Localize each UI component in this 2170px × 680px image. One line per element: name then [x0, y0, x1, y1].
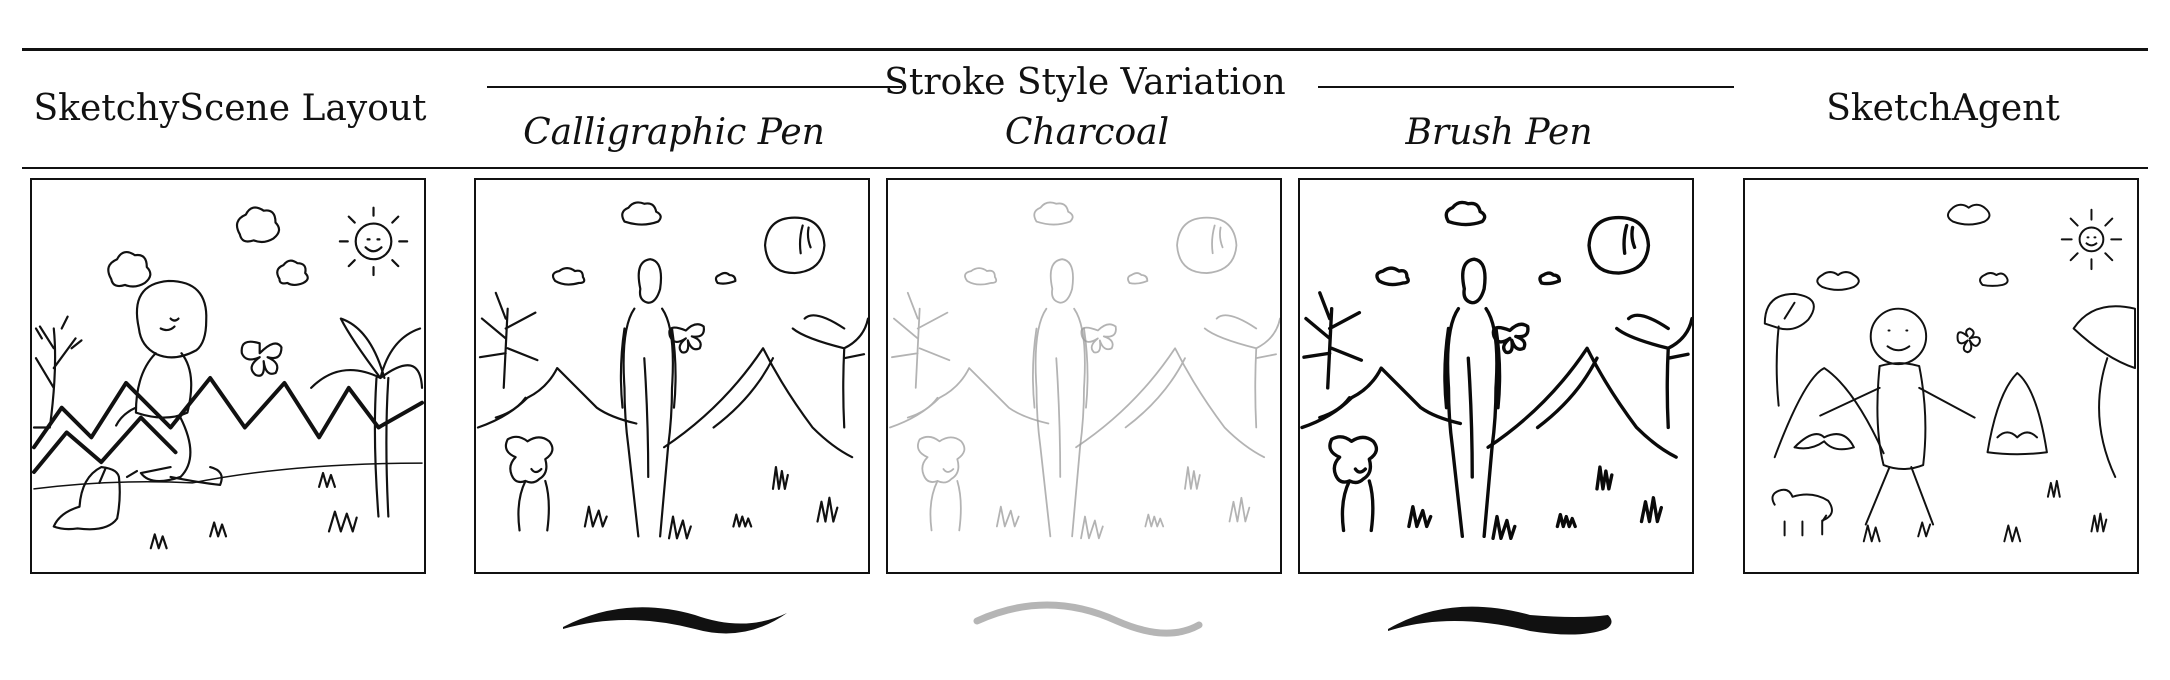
mountain-icon — [32, 415, 178, 474]
tree-icon — [1302, 291, 1364, 390]
charcoal-panel — [886, 178, 1282, 574]
grass-icon — [1491, 514, 1517, 541]
brush-pen-panel — [1298, 178, 1694, 574]
scene-svg — [476, 201, 868, 540]
cloud-icon — [1946, 203, 1991, 226]
mountain-icon — [662, 347, 854, 459]
moon-icon — [763, 216, 826, 275]
calligraphic-pen-stroke-sample — [555, 585, 795, 655]
grass-icon — [1555, 512, 1577, 529]
mountain-icon — [476, 366, 638, 429]
sketchyscene-panel — [30, 178, 426, 574]
butterfly-icon — [1956, 327, 1981, 354]
grass-icon — [995, 505, 1020, 528]
sketchagent-panel — [1743, 178, 2139, 574]
calligraphic-pen-label: Calligraphic Pen — [523, 112, 825, 153]
grass-icon — [327, 510, 358, 533]
tree-icon — [1763, 292, 2137, 478]
cloud-icon — [621, 201, 662, 226]
sun-icon — [2060, 208, 2123, 271]
cloud-icon — [714, 271, 737, 285]
cloud-icon — [1444, 200, 1487, 227]
butterfly-icon — [1491, 322, 1530, 355]
mountain-icon — [1075, 347, 1266, 459]
charcoal-label: Charcoal — [1004, 112, 1170, 153]
grass-icon — [1639, 496, 1663, 524]
grass-icon — [149, 533, 168, 550]
person-icon — [619, 258, 677, 538]
moon-icon — [1176, 216, 1238, 274]
grass-icon — [1144, 513, 1165, 528]
cloud-icon — [1816, 271, 1860, 291]
brush-pen-label: Brush Pen — [1405, 112, 1593, 153]
grass-icon — [771, 465, 789, 490]
dog-icon — [1771, 488, 1833, 537]
butterfly-icon — [668, 323, 706, 354]
grass-icon — [1407, 504, 1433, 529]
tree-icon — [1203, 314, 1280, 429]
charcoal-stroke-sample — [967, 585, 1207, 655]
mountain-icon — [1486, 346, 1678, 459]
cloud-icon — [1127, 272, 1149, 285]
dog-icon — [917, 435, 966, 532]
grass-icon — [2003, 524, 2022, 543]
grass-icon — [583, 505, 608, 528]
cloud-icon — [1033, 201, 1074, 226]
tree-icon — [791, 314, 868, 429]
calligraphic-pen-panel — [474, 178, 870, 574]
grass-icon — [1917, 521, 1932, 538]
stick-figure-icon — [1819, 307, 1976, 526]
grass-icon — [816, 496, 839, 523]
scene-svg — [1300, 200, 1692, 541]
mountain-icon — [32, 376, 424, 450]
palm-tree-icon — [310, 317, 424, 518]
cloud-icon — [1979, 272, 2009, 287]
sketchagent-title: SketchAgent — [1826, 88, 2060, 129]
sketchyscene-layout-title: SketchyScene Layout — [33, 88, 427, 129]
dog-icon — [504, 435, 554, 532]
dog-icon — [1328, 435, 1379, 533]
brush-pen-stroke-sample — [1380, 585, 1620, 655]
butterfly-icon — [240, 340, 283, 377]
grass-icon — [1862, 524, 1881, 543]
cloud-icon — [1538, 271, 1562, 286]
grass-icon — [1228, 496, 1251, 523]
butterfly-icon — [1080, 323, 1117, 354]
cloud-icon — [235, 206, 281, 244]
grass-icon — [1595, 465, 1614, 491]
tree-icon — [891, 291, 951, 389]
mountain-icon — [889, 367, 1050, 429]
top-rule — [22, 48, 2148, 51]
person-icon — [1443, 257, 1502, 539]
mountain-icon — [1300, 366, 1463, 430]
moon-icon — [1587, 215, 1651, 275]
grass-icon — [667, 515, 692, 540]
scene-svg — [889, 201, 1280, 540]
grass-icon — [1184, 466, 1201, 490]
cloud-icon — [551, 267, 586, 286]
dog-icon — [52, 465, 139, 531]
stroke-style-variation-title: Stroke Style Variation — [884, 62, 1286, 103]
group-bracket-right — [1318, 86, 1734, 88]
cloud-icon — [1375, 266, 1410, 287]
grass-icon — [2046, 479, 2061, 498]
grass-icon — [209, 521, 228, 538]
mountain-icon — [1773, 367, 2048, 459]
grass-icon — [2090, 512, 2108, 533]
grass-icon — [317, 471, 336, 488]
grass-icon — [1080, 515, 1104, 540]
group-bracket-left — [487, 86, 902, 88]
tree-icon — [1615, 313, 1692, 430]
cloud-icon — [276, 259, 309, 287]
girl-icon — [115, 279, 223, 486]
person-icon — [1032, 258, 1089, 538]
tree-icon — [478, 291, 539, 389]
grass-icon — [732, 513, 753, 528]
sun-icon — [338, 206, 409, 277]
tree-icon — [32, 315, 83, 429]
cloud-icon — [964, 267, 998, 286]
header-rule — [22, 167, 2148, 169]
cloud-icon — [107, 250, 152, 288]
